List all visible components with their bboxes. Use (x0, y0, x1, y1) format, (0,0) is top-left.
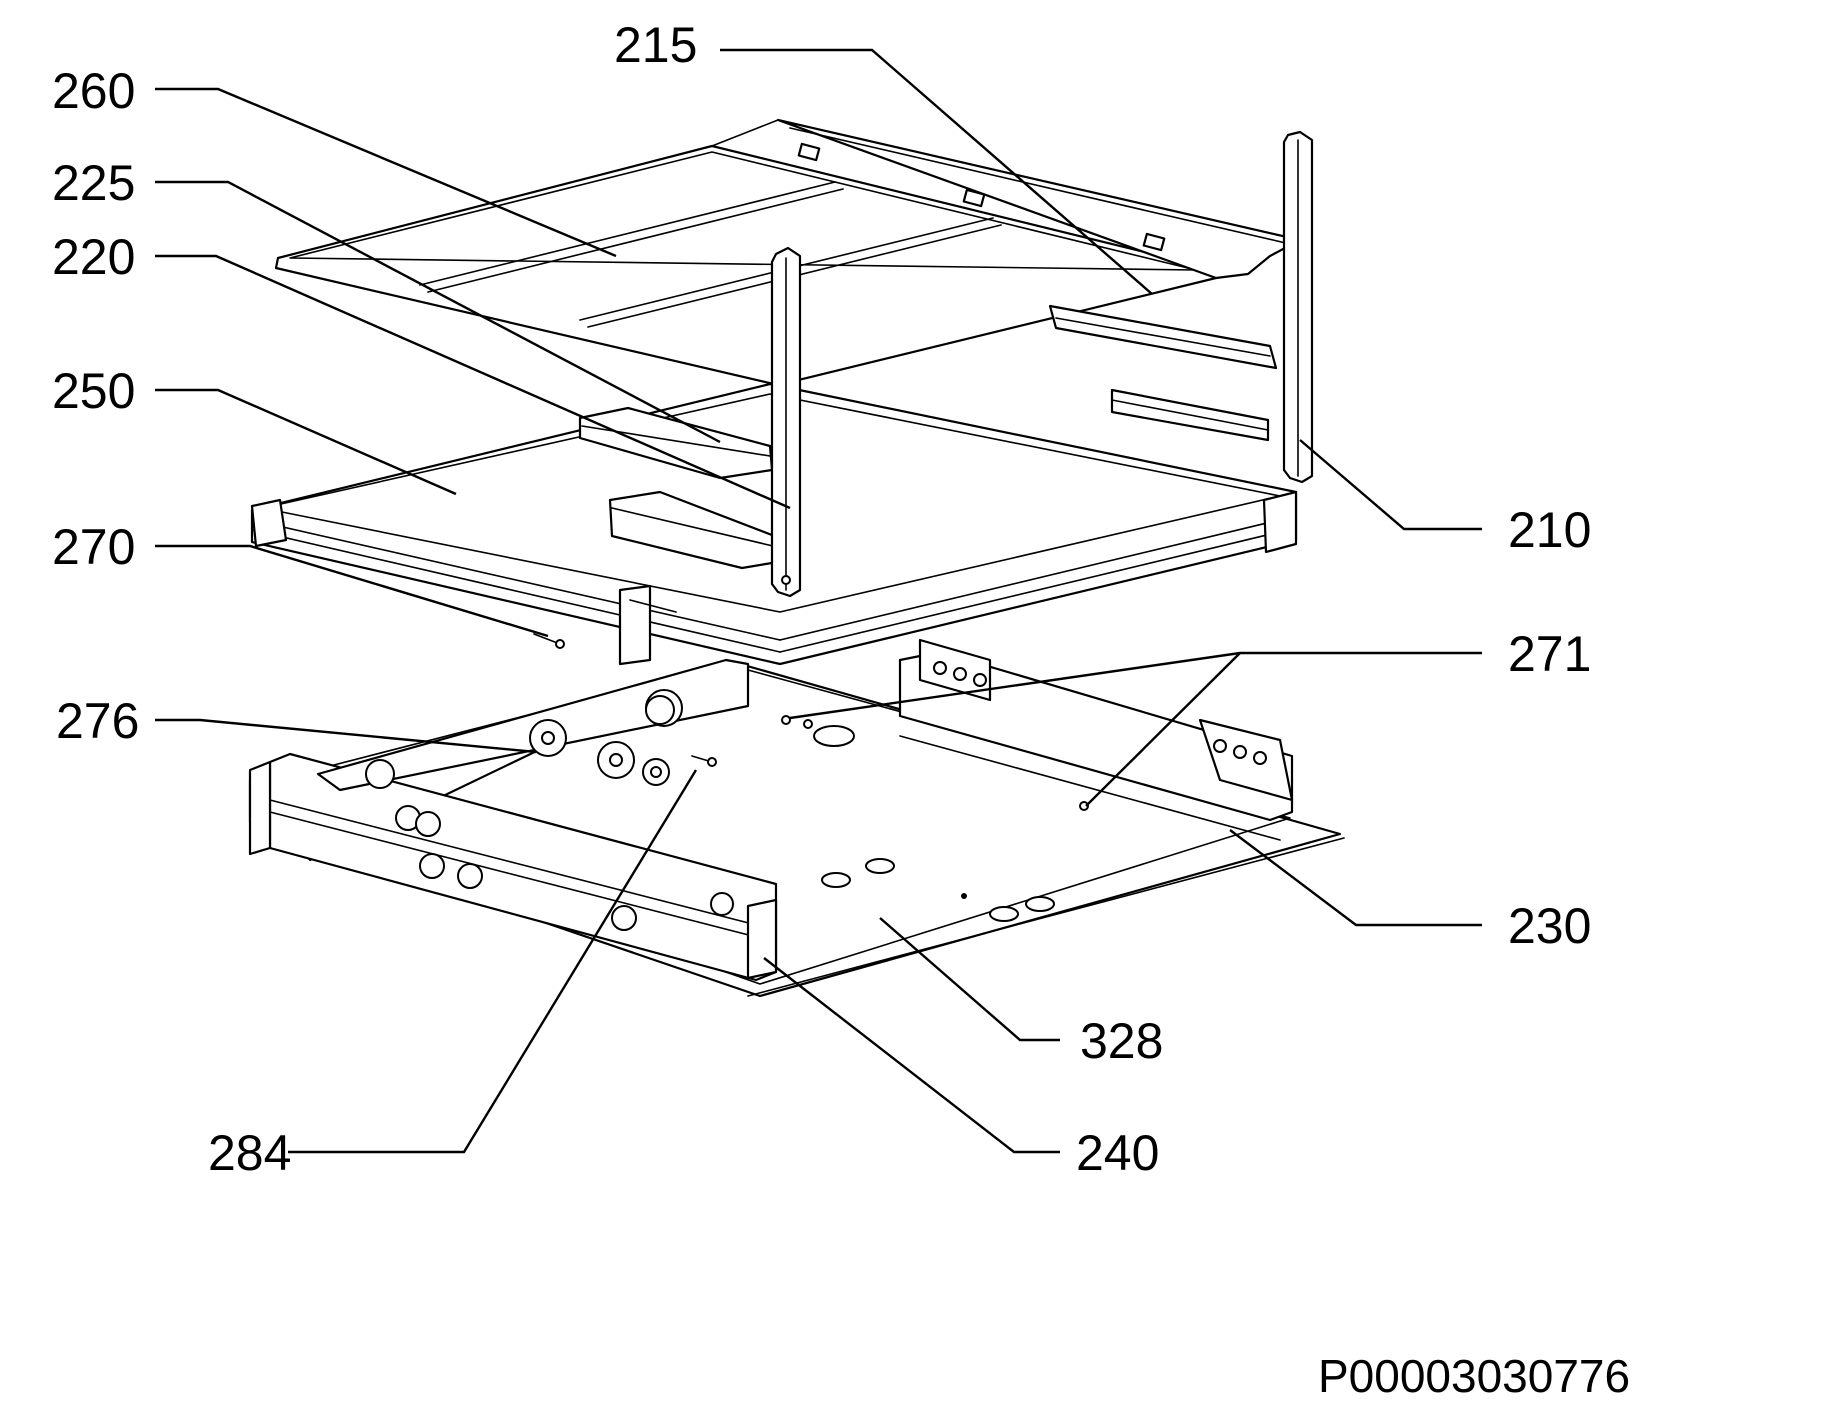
rollers-276 (529, 695, 675, 786)
front-upright (770, 246, 802, 598)
label-210: 210 (1508, 502, 1591, 558)
label-250: 250 (52, 363, 135, 419)
label-260: 260 (52, 63, 135, 119)
label-276: 276 (56, 693, 139, 749)
label-225: 225 (52, 155, 135, 211)
rail-215 (1048, 304, 1278, 370)
floor-bosses (813, 725, 1055, 922)
side-bracket-210 (1110, 130, 1314, 484)
label-271: 271 (1508, 626, 1591, 682)
tray-right-rail-230 (898, 638, 1294, 841)
tray-left-rail (248, 752, 778, 982)
screws (533, 633, 1089, 811)
top-frame-260 (274, 118, 1302, 387)
label-220: 220 (52, 229, 135, 285)
label-215: 215 (614, 17, 697, 73)
label-270: 270 (52, 519, 135, 575)
label-328: 328 (1080, 1013, 1163, 1069)
label-284: 284 (208, 1125, 291, 1181)
callout-labels: 260 225 220 250 270 276 284 215 210 271 … (52, 17, 1591, 1181)
label-240: 240 (1076, 1125, 1159, 1181)
leader-lines (155, 48, 1482, 1154)
document-id: P00003030776 (1318, 1350, 1630, 1402)
label-230: 230 (1508, 898, 1591, 954)
